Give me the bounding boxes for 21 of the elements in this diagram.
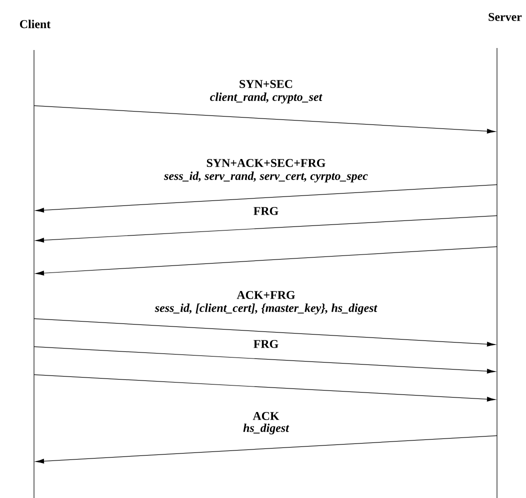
message-label: FRG bbox=[252, 206, 280, 216]
message-label: ACK+FRG bbox=[236, 290, 296, 300]
message-label: FRG bbox=[252, 338, 280, 349]
parameter-list: client_rand, crypto_set bbox=[210, 92, 322, 104]
message-label: SYN+ACK+SEC+FRG bbox=[205, 158, 327, 168]
message-arrow bbox=[34, 346, 496, 374]
lifeline bbox=[496, 48, 498, 498]
parameter-list: sess_id, [client_cert], {master_key}, hs_digest bbox=[154, 304, 378, 314]
message-arrow bbox=[36, 215, 498, 243]
message-arrow bbox=[34, 105, 496, 134]
message-arrow bbox=[34, 318, 496, 346]
message-label: ACK bbox=[252, 410, 280, 421]
lifeline-heading: Client bbox=[20, 20, 51, 28]
message-arrow bbox=[36, 184, 498, 212]
message-arrow bbox=[36, 246, 498, 276]
parameter-list: sess_id, serv_rand, serv_cert, cyrpto_spec bbox=[164, 172, 368, 182]
message-label: SYN+SEC bbox=[238, 78, 294, 89]
parameter-list: hs_digest bbox=[243, 424, 290, 434]
message-arrow bbox=[36, 435, 498, 464]
lifeline-heading: Server bbox=[488, 12, 522, 21]
message-arrow bbox=[34, 374, 496, 402]
